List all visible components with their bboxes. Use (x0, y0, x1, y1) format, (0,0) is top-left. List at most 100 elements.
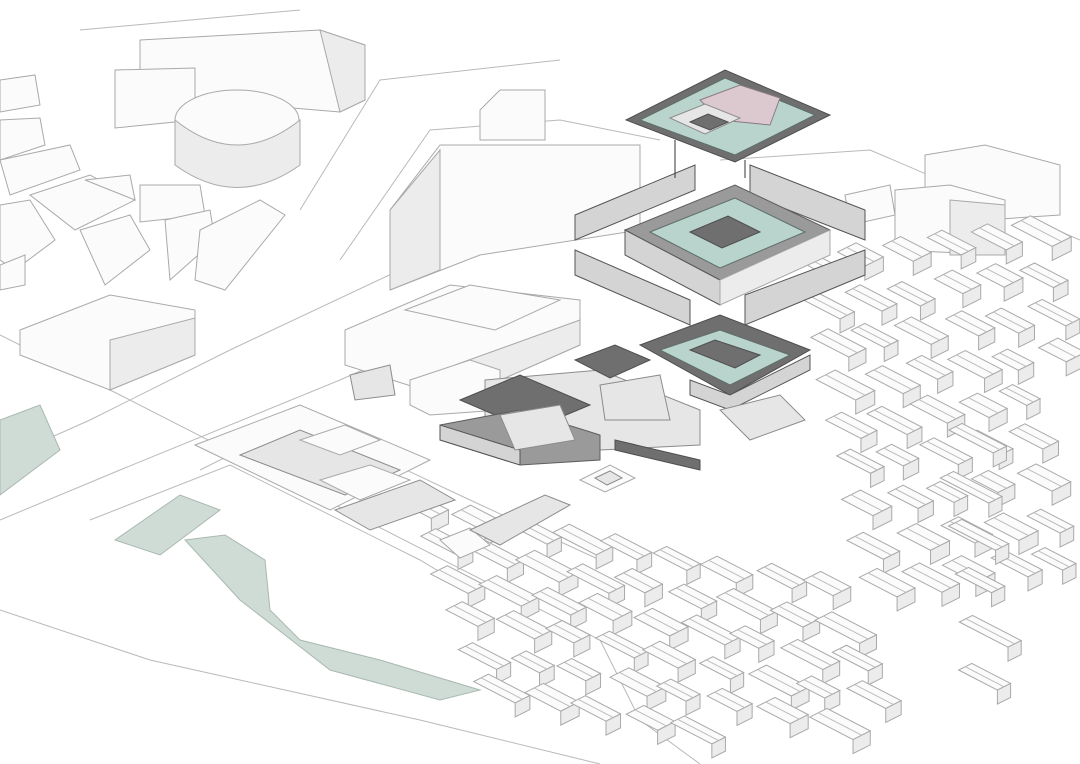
village-house-side (570, 606, 587, 630)
project-roof-plate (624, 69, 832, 178)
village-house-ridge (926, 440, 966, 462)
village-house-side (612, 610, 633, 636)
village-house-side (996, 682, 1012, 705)
village-house-side (919, 297, 936, 321)
context-buildings-northwest (0, 29, 366, 391)
village-house-side (941, 582, 960, 608)
village-house-side (724, 636, 741, 660)
village-house-side (991, 585, 1006, 608)
courtyard-complex-south (193, 404, 572, 559)
village-house-side (881, 302, 898, 327)
village-house-ridge (1020, 220, 1062, 243)
village-house-side (992, 445, 1007, 468)
village-house-side (1065, 354, 1080, 377)
village-house-ridge (850, 494, 883, 512)
village-house-side (852, 730, 871, 755)
village-house-side (1051, 481, 1072, 506)
village-house-ridge (979, 227, 1015, 247)
pond-left (0, 404, 61, 496)
village-house-ridge (910, 566, 951, 589)
village-house-ridge (811, 575, 843, 592)
village-house-ridge (1034, 302, 1074, 323)
village-house-side (839, 310, 855, 334)
village-house-ridge (651, 645, 687, 665)
village-house-side (902, 457, 920, 481)
village-house-side (646, 686, 667, 712)
village-house-ridge (852, 288, 890, 308)
context-buildings-south (399, 215, 1080, 759)
village-house-ridge (943, 274, 973, 290)
village-house-side (539, 664, 555, 688)
village-house-ridge (487, 579, 531, 603)
village-house-ridge (504, 614, 544, 636)
village-house-side (729, 671, 745, 694)
village-house-ridge (999, 352, 1027, 367)
village-house-ridge (623, 572, 654, 589)
village-house-side (1005, 241, 1023, 265)
village-house-ridge (825, 374, 866, 396)
village-house-ridge (839, 648, 876, 668)
village-house-ridge (964, 666, 1005, 688)
village-house-ridge (1048, 342, 1076, 358)
village-house-ridge (867, 572, 907, 593)
village-house-ridge (956, 354, 994, 375)
village-house-side (906, 426, 923, 450)
village-house-side (995, 542, 1010, 566)
village-house-ridge (854, 684, 894, 706)
village-house-ridge (453, 605, 487, 623)
village-house-ridge (706, 659, 738, 677)
river-bend (183, 534, 482, 701)
village-house-ridge (560, 527, 605, 552)
village-house-side (595, 545, 614, 570)
village-house-ridge (438, 569, 477, 590)
village-house-ridge (634, 709, 667, 727)
village-house-ridge (764, 566, 800, 586)
village-house-ridge (934, 233, 969, 252)
village-house-side (802, 617, 821, 642)
village-house-side (988, 495, 1003, 518)
village-house-side (822, 660, 841, 685)
village-house-ridge (677, 718, 719, 741)
village-house-side (685, 693, 701, 717)
village-house-side (430, 509, 449, 534)
village-house-ridge (607, 536, 645, 557)
village-house-side (677, 658, 696, 683)
village-house-side (883, 339, 899, 363)
village-house-ridge (857, 326, 892, 345)
village-house-side (506, 559, 524, 584)
village-house-ridge (587, 597, 623, 617)
village-house-side (1003, 277, 1024, 303)
village-house-side (686, 562, 701, 586)
village-house-side (585, 672, 602, 696)
village-house-ridge (714, 691, 745, 709)
village-house-side (872, 505, 893, 531)
village-house-side (633, 650, 649, 673)
village-house-ridge (480, 677, 523, 700)
village-house (1037, 337, 1080, 363)
village-house-ridge (765, 701, 800, 720)
village-house-side (560, 701, 580, 726)
pond-small (113, 494, 222, 556)
village-house-side (636, 551, 653, 575)
village-house-ridge (894, 284, 928, 303)
village-house-side (824, 689, 841, 713)
village-house-side (917, 500, 934, 524)
village-house-ridge (874, 409, 915, 432)
village-house-side (855, 389, 876, 415)
village-house-side (848, 347, 867, 372)
village-house-side (885, 699, 902, 724)
tall-block (389, 89, 641, 291)
village-house-side (1027, 568, 1043, 592)
village-house-ridge (602, 634, 642, 655)
village-house-ridge (465, 645, 504, 667)
village-house-side (953, 494, 969, 518)
village-house-side (789, 713, 809, 739)
village-house-ridge (778, 605, 812, 624)
village-house-ridge (574, 567, 617, 590)
village-house-ridge (979, 474, 1007, 489)
village-house-side (736, 702, 753, 727)
village-house-side (937, 370, 954, 395)
village-house-ridge (1016, 427, 1051, 446)
village-house-side (930, 539, 951, 566)
village-house-side (1018, 324, 1036, 348)
